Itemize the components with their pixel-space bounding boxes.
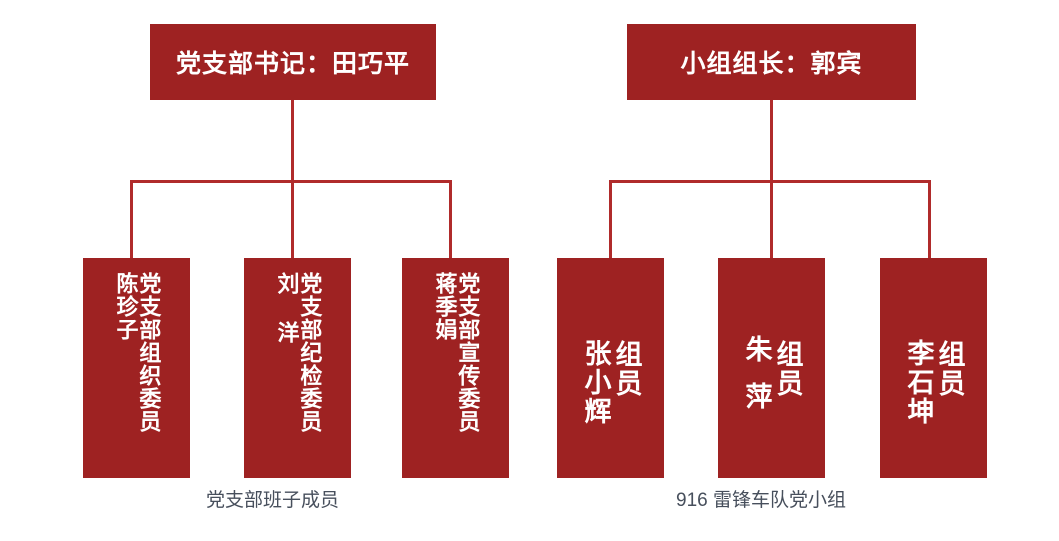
root-node-party-branch-secretary[interactable]: 党支部书记：田巧平 bbox=[150, 24, 436, 100]
leaf-title: 党支部纪检委员 bbox=[297, 272, 323, 433]
group-caption-lei-feng-team: 916 雷锋车队党小组 bbox=[676, 490, 846, 511]
leaf-title: 党支部宣传委员 bbox=[455, 272, 481, 433]
leaf-name: 李石坤 bbox=[903, 338, 934, 426]
leaf-node-party-publicity-officer[interactable]: 党支部宣传委员 蒋季娟 bbox=[402, 258, 509, 478]
leaf-vertical-text: 组员 张小辉 bbox=[579, 258, 642, 464]
leaf-vertical-text: 组员 李石坤 bbox=[902, 258, 965, 464]
leaf-node-party-organization-officer[interactable]: 党支部组织委员 陈珍子 bbox=[83, 258, 190, 478]
group-caption-party-branch: 党支部班子成员 bbox=[206, 490, 340, 511]
leaf-name: 朱萍 bbox=[741, 335, 772, 429]
leaf-name: 陈珍子 bbox=[113, 272, 139, 341]
leaf-node-member-li-shikun[interactable]: 组员 李石坤 bbox=[880, 258, 987, 478]
leaf-vertical-text: 组员 朱萍 bbox=[740, 258, 803, 464]
connector-stem-right bbox=[770, 100, 773, 182]
connector-drop-left-3 bbox=[449, 180, 452, 260]
connector-drop-left-1 bbox=[130, 180, 133, 260]
leaf-name: 刘 洋 bbox=[274, 272, 300, 344]
leaf-title: 组员 bbox=[772, 340, 803, 398]
connector-drop-right-1 bbox=[609, 180, 612, 260]
connector-drop-right-3 bbox=[928, 180, 931, 260]
leaf-node-party-discipline-officer[interactable]: 党支部纪检委员 刘 洋 bbox=[244, 258, 351, 478]
connector-stem-left bbox=[291, 100, 294, 182]
leaf-node-member-zhang-xiaohui[interactable]: 组员 张小辉 bbox=[557, 258, 664, 478]
root-node-team-leader[interactable]: 小组组长：郭宾 bbox=[627, 24, 916, 100]
leaf-title: 组员 bbox=[611, 340, 642, 398]
leaf-name: 张小辉 bbox=[580, 338, 611, 426]
leaf-name: 蒋季娟 bbox=[432, 272, 458, 341]
connector-drop-right-2 bbox=[770, 180, 773, 260]
connector-drop-left-2 bbox=[291, 180, 294, 260]
leaf-node-member-zhu-ping[interactable]: 组员 朱萍 bbox=[718, 258, 825, 478]
leaf-title: 党支部组织委员 bbox=[136, 272, 162, 433]
leaf-title: 组员 bbox=[934, 340, 965, 398]
